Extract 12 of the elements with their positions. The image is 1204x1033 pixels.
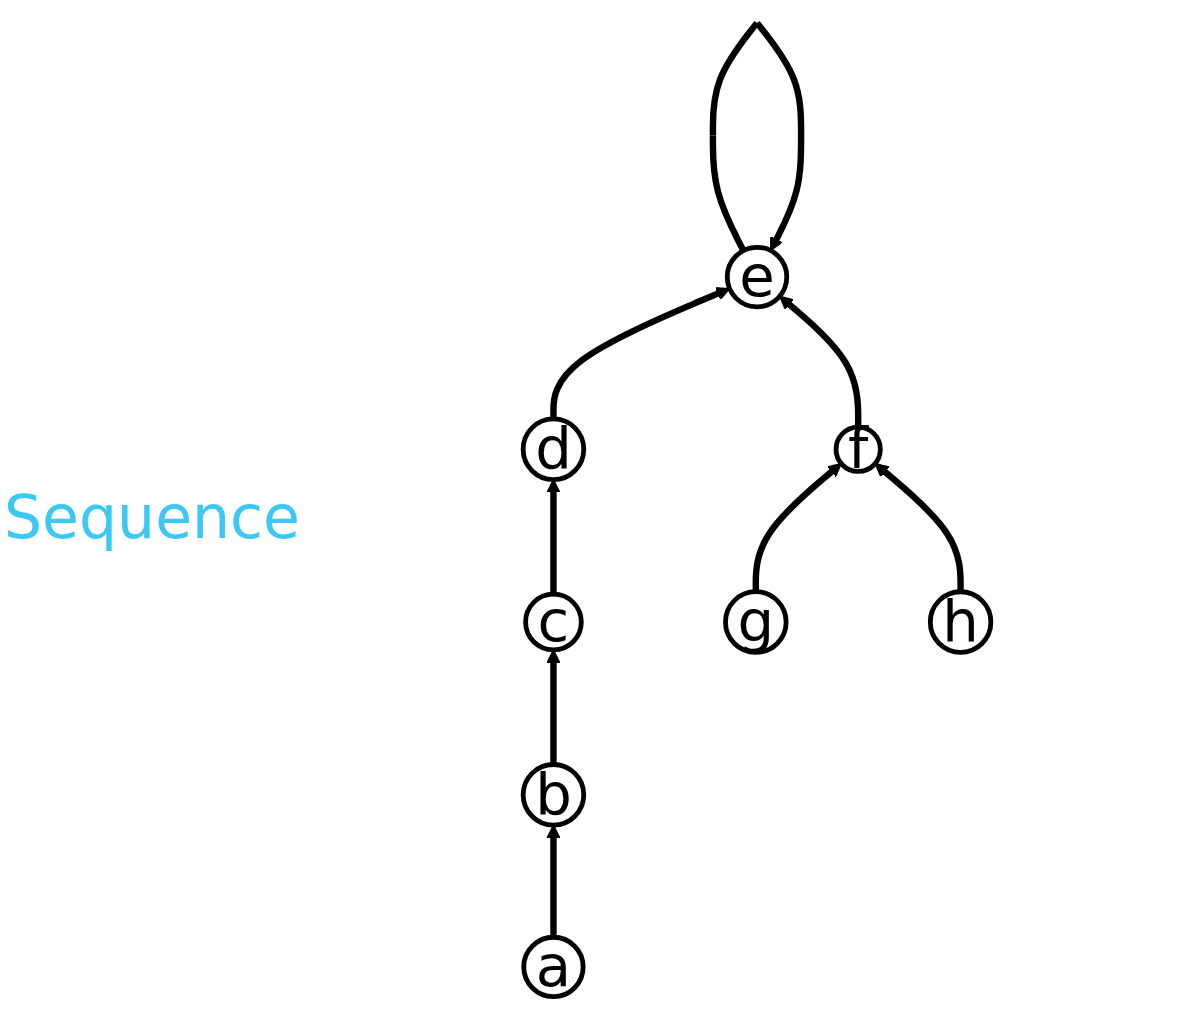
- node-circle: h: [927, 589, 994, 655]
- side-label: Sequence: [4, 481, 300, 552]
- node-circle: a: [521, 934, 586, 1000]
- node-circle: d: [520, 416, 587, 482]
- arrow: [752, 462, 842, 592]
- arrow: [779, 295, 862, 428]
- arrow: [874, 462, 964, 592]
- node-circle: b: [520, 762, 587, 828]
- arrow: [546, 824, 561, 938]
- node-circle: c: [523, 591, 584, 653]
- node-circle: e: [724, 244, 790, 310]
- arrow: [550, 287, 731, 419]
